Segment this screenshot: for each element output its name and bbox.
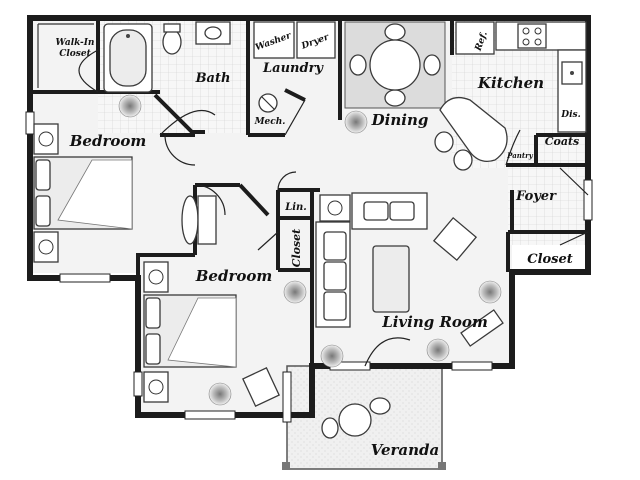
- kitchen-label: Kitchen: [477, 74, 544, 92]
- mech-label: Mech.: [254, 117, 286, 127]
- armchair: [181, 195, 199, 245]
- hall-closet-label: Closet: [290, 229, 303, 268]
- doors: [78, 49, 589, 367]
- bath-label: Bath: [195, 71, 231, 86]
- ceiling-fan-icon: [283, 280, 307, 304]
- bath-fixtures: Bath: [103, 21, 231, 93]
- patio-table: [338, 403, 372, 437]
- laundry-room: Washer Dryer Laundry Mech.: [253, 21, 336, 127]
- nightstand: [143, 261, 169, 293]
- coffee-table: [372, 245, 410, 313]
- veranda-label: Veranda: [371, 441, 440, 459]
- nightstand: [143, 371, 169, 403]
- dresser: [197, 195, 217, 245]
- nightstand: [33, 123, 59, 155]
- tv-stand: [460, 309, 504, 347]
- dining-label: Dining: [371, 111, 429, 129]
- entry-area: Coats Foyer Closet: [515, 135, 579, 267]
- bar-stool: [453, 149, 473, 171]
- kitchen-island: [439, 96, 508, 163]
- laundry-label: Laundry: [262, 61, 324, 76]
- kitchen: Ref. Dis. Kitchen Pantry: [434, 21, 587, 171]
- hall-closets: Lin. Closet: [284, 202, 307, 267]
- windows: [25, 111, 593, 423]
- ceiling-fan-icon: [118, 94, 142, 118]
- living-room: Living Room: [315, 192, 504, 347]
- patio-chair: [321, 417, 339, 439]
- ceiling-fan-icon: [478, 280, 502, 304]
- foyer-label: Foyer: [515, 189, 557, 204]
- pantry-label: Pantry: [506, 151, 534, 160]
- nightstand: [33, 231, 59, 263]
- dining-table: [369, 39, 421, 91]
- living-room-label: Living Room: [381, 313, 488, 331]
- linen-label: Lin.: [284, 202, 307, 213]
- armchair: [432, 216, 478, 262]
- foyer-closet-label: Closet: [527, 252, 573, 267]
- end-table: [319, 194, 351, 222]
- patio-chair: [369, 397, 391, 415]
- dining-chair: [349, 54, 367, 76]
- ceiling-fan-icon: [208, 382, 232, 406]
- stove: [517, 23, 547, 49]
- bedroom-2: Bedroom: [143, 261, 280, 407]
- bedroom-1: Bedroom: [33, 123, 217, 263]
- armchair: [242, 367, 280, 407]
- veranda: Veranda: [282, 397, 446, 470]
- ceiling-fan-icon: [320, 344, 344, 368]
- bar-stool: [434, 131, 454, 153]
- dishwasher-label: Dis.: [560, 110, 580, 120]
- dining-chair: [384, 89, 406, 107]
- dining-chair: [423, 54, 441, 76]
- toilet: [162, 29, 182, 55]
- bedroom-2-label: Bedroom: [195, 267, 273, 285]
- washer: [253, 21, 295, 59]
- bathtub: [109, 29, 147, 87]
- dryer: [296, 21, 336, 59]
- refrigerator: [455, 21, 495, 55]
- dining-area: Dining: [344, 21, 446, 129]
- ceiling-fan-icon: [426, 338, 450, 362]
- bedroom-1-label: Bedroom: [69, 132, 147, 150]
- ceiling-fans: [118, 94, 502, 406]
- dining-chair: [384, 23, 406, 41]
- coats-label: Coats: [545, 135, 580, 148]
- ceiling-fan-icon: [344, 110, 368, 134]
